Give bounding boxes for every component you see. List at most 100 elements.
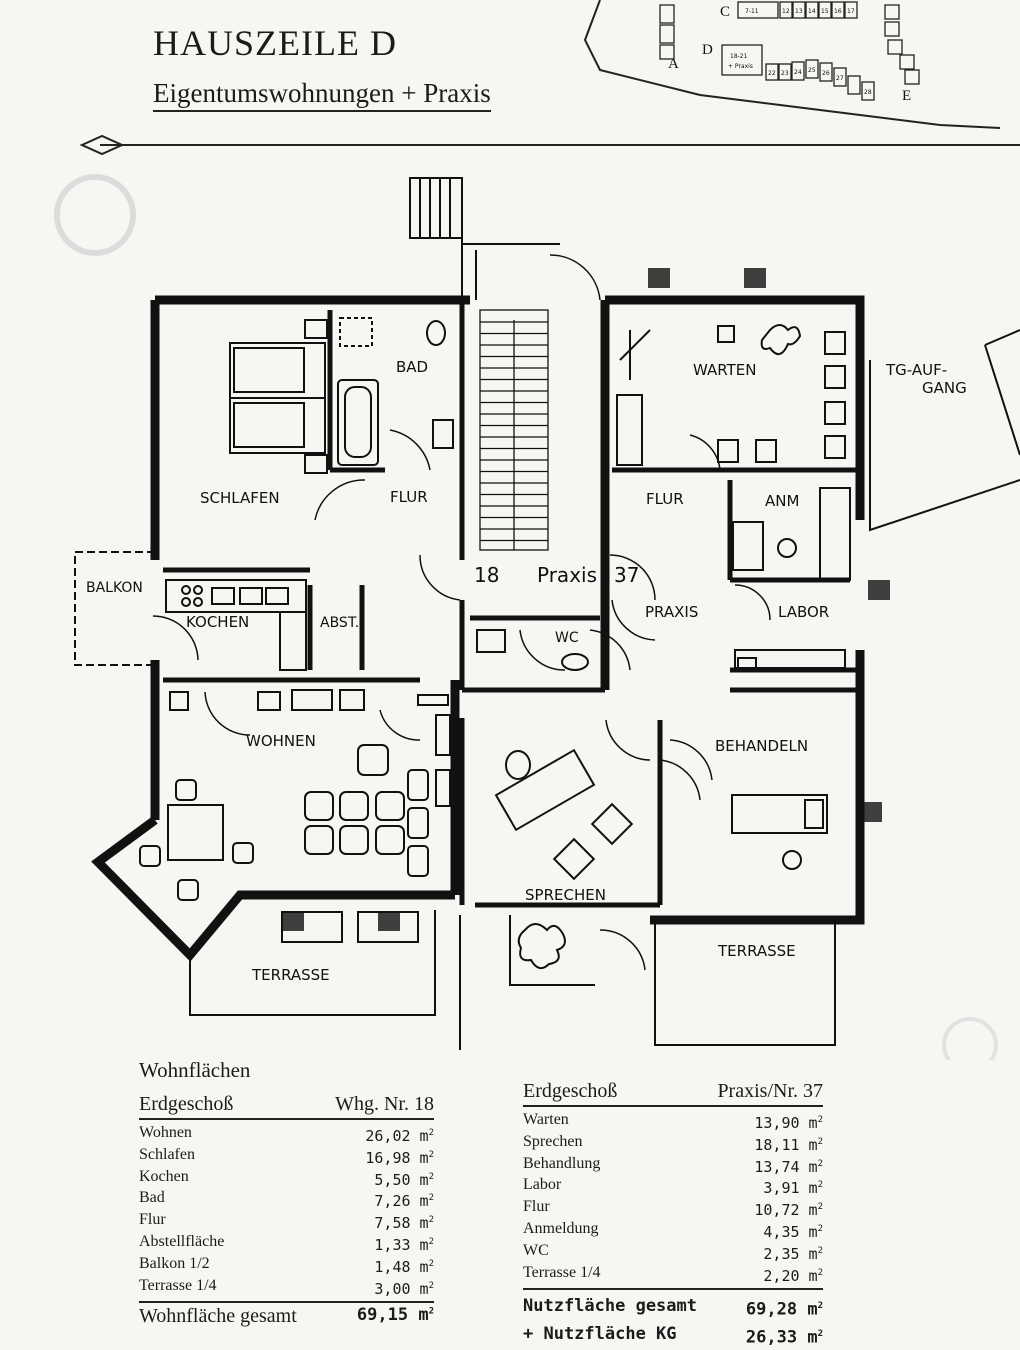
living-furniture: [139, 689, 451, 901]
office-furniture: [494, 748, 634, 986]
row-label: Balkon 1/2: [139, 1254, 210, 1272]
table-heading: Wohnflächen: [139, 1058, 251, 1082]
lab-counter: [734, 649, 846, 669]
table-section: Erdgeschoß: [139, 1093, 234, 1115]
row-label: Labor: [523, 1176, 562, 1194]
room-label-terrasse: TERRASSE: [717, 942, 796, 960]
row-value: 16,98: [365, 1148, 411, 1167]
table-unit: Whg. Nr. 18: [335, 1093, 434, 1115]
kitchen-units: [165, 579, 307, 671]
interior-walls: [163, 300, 860, 908]
door-swings: [152, 254, 771, 971]
total-label: + Nutzfläche KG: [523, 1324, 677, 1345]
row-label: Behandlung: [523, 1154, 601, 1172]
row-label: Kochen: [139, 1167, 189, 1185]
unit-praxis-label: Praxis: [537, 563, 597, 587]
site-plan: C A D E 7-11 12 13 14 15 16 17 18-21 + P…: [583, 0, 1001, 129]
siteplan-number: 15: [821, 8, 829, 15]
row-value: 26,02: [365, 1127, 411, 1145]
total-value: 69,28: [745, 1300, 798, 1321]
siteplan-number: 28: [864, 89, 872, 96]
row-value: 1,33: [374, 1235, 411, 1254]
room-label-warten: WARTEN: [693, 361, 756, 379]
room-label-terrasse: TERRASSE: [251, 966, 330, 984]
row-value: 13,74: [754, 1157, 800, 1176]
table-header: Erdgeschoß Whg. Nr. 18: [139, 1093, 434, 1120]
row-value: 13,90: [754, 1114, 800, 1132]
wc-fixtures: [476, 629, 589, 671]
total-label: Wohnfläche gesamt: [139, 1305, 297, 1328]
bed: [229, 319, 328, 474]
row-label: WC: [523, 1241, 549, 1259]
siteplan-number: 26: [822, 70, 830, 77]
row-value: 3,91: [763, 1179, 800, 1198]
siteplan-number: 13: [795, 8, 803, 15]
floor-plan: BAD SCHLAFEN FLUR BALKON KOCHEN ABST. WO…: [54, 174, 1020, 1060]
row-label: Flur: [523, 1198, 550, 1216]
row-value: 18,11: [754, 1135, 800, 1154]
row-value: 10,72: [754, 1201, 800, 1220]
table-unit: Praxis/Nr. 37: [717, 1080, 823, 1102]
siteplan-number: 12: [782, 8, 790, 15]
siteplan-label-e: E: [902, 88, 911, 104]
siteplan-number: 27: [836, 75, 844, 82]
row-label: Wohnen: [139, 1124, 192, 1141]
row-value: 7,26: [374, 1192, 411, 1211]
room-label-wc: WC: [555, 630, 579, 646]
balcony-outline: [74, 551, 155, 666]
room-label-tg-aufgang: TG-AUF-: [885, 361, 947, 379]
row-value: 4,35: [763, 1222, 800, 1241]
row-value: 3,00: [374, 1279, 411, 1298]
page-title: HAUSZEILE D: [153, 23, 397, 63]
siteplan-number: 16: [834, 8, 842, 15]
row-label: Terrasse 1/4: [139, 1276, 217, 1294]
tg-aufgang-outline: [869, 329, 1020, 532]
siteplan-label-d: D: [702, 42, 713, 58]
unit-number-left: 18: [474, 563, 499, 587]
terrace-left-outline: [189, 910, 436, 1016]
window-hatches: [282, 268, 890, 931]
waiting-furniture: [616, 324, 846, 466]
total-value: 69,15: [356, 1305, 409, 1326]
row-value: 2,20: [763, 1266, 800, 1285]
siteplan-number: 14: [808, 8, 816, 15]
row-value: 7,58: [374, 1214, 411, 1233]
stair-landing: [409, 177, 560, 300]
page-subtitle: Eigentumswohnungen + Praxis: [153, 78, 491, 112]
room-label-schlafen: SCHLAFEN: [200, 489, 280, 507]
total-value: 26,33: [745, 1327, 798, 1348]
row-label: Terrasse 1/4: [523, 1263, 601, 1281]
room-label-behandeln: BEHANDELN: [715, 737, 808, 755]
row-value: 1,48: [374, 1257, 411, 1276]
siteplan-number: 17: [847, 8, 855, 15]
row-label: Flur: [139, 1211, 166, 1229]
room-label-wohnen: WOHNEN: [246, 732, 316, 750]
room-label-praxis: PRAXIS: [645, 603, 698, 621]
siteplan-label-c: C: [720, 4, 730, 20]
area-table-apartment: Wohnflächen Erdgeschoß Whg. Nr. 18 Wohne…: [139, 1058, 434, 1328]
siteplan-number: 7-11: [745, 8, 759, 15]
reception-desk: [732, 487, 851, 581]
siteplan-number: 25: [808, 67, 816, 74]
table-header: Erdgeschoß Praxis/Nr. 37: [523, 1080, 823, 1107]
row-label: Sprechen: [523, 1132, 583, 1150]
row-label: Anmeldung: [523, 1219, 599, 1237]
header-rule: [100, 144, 1020, 146]
room-label-sprechen: SPRECHEN: [525, 886, 606, 904]
table-section: Erdgeschoß: [523, 1080, 618, 1102]
room-label-tg-aufgang: GANG: [922, 379, 967, 397]
total-label: Nutzfläche gesamt: [523, 1296, 697, 1317]
